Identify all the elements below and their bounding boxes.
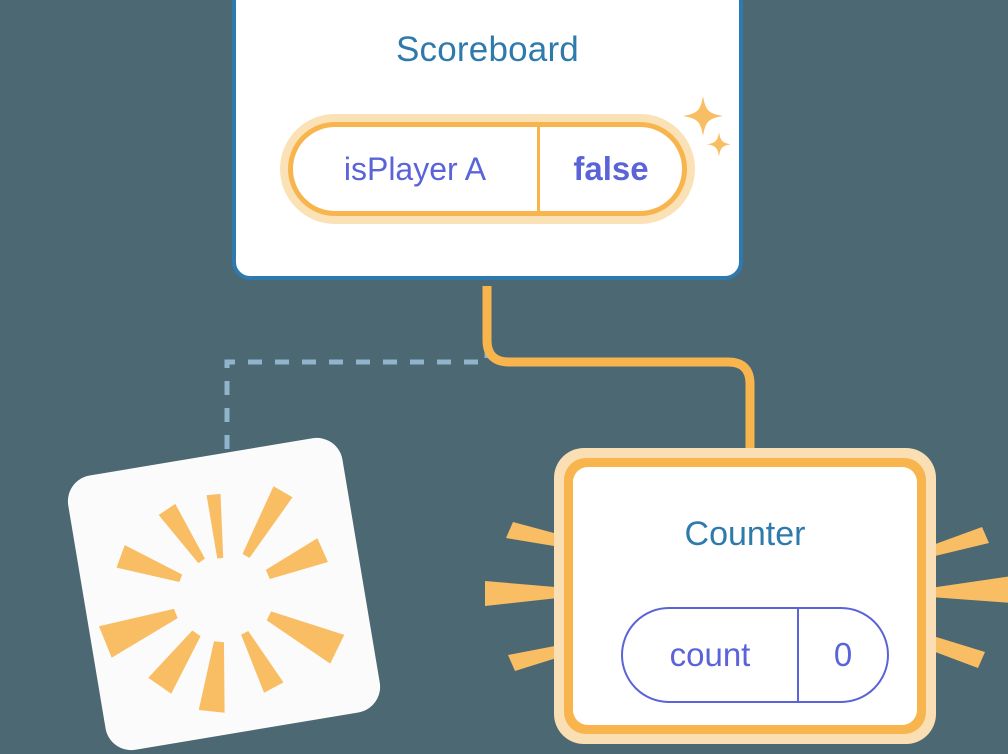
scoreboard-pill-body: isPlayer A false bbox=[288, 122, 687, 216]
scoreboard-card[interactable]: Scoreboard isPlayer A false bbox=[232, 0, 743, 280]
counter-state-pill[interactable]: count 0 bbox=[621, 607, 889, 703]
sparkle-icon-small bbox=[707, 132, 731, 157]
counter-pill-divider bbox=[797, 609, 799, 701]
sparkle-icon-large bbox=[683, 96, 723, 136]
scoreboard-pill-divider bbox=[537, 127, 540, 211]
counter-card-highlight-ring: Counter count 0 bbox=[564, 458, 926, 734]
scoreboard-title: Scoreboard bbox=[396, 30, 579, 69]
counter-card[interactable]: Counter count 0 bbox=[554, 448, 936, 744]
counter-pill-value: 0 bbox=[833, 636, 853, 673]
connector-scoreboard-to-flash-node bbox=[224, 290, 490, 470]
counter-pill-key: count bbox=[669, 636, 751, 673]
burst-rays-icon bbox=[98, 486, 345, 713]
burst-rays-icon-left bbox=[485, 522, 567, 671]
counter-card-body: Counter count 0 bbox=[573, 467, 917, 725]
counter-title: Counter bbox=[684, 515, 806, 553]
sparkle-group bbox=[683, 96, 731, 157]
connector-scoreboard-to-counter bbox=[482, 286, 755, 470]
scoreboard-pill-key: isPlayer A bbox=[343, 150, 487, 187]
scoreboard-state-pill[interactable]: isPlayer A false bbox=[280, 114, 695, 224]
flash-node[interactable] bbox=[63, 433, 385, 754]
burst-rays-icon-right bbox=[930, 527, 1008, 668]
scoreboard-pill-value: false bbox=[573, 150, 649, 187]
